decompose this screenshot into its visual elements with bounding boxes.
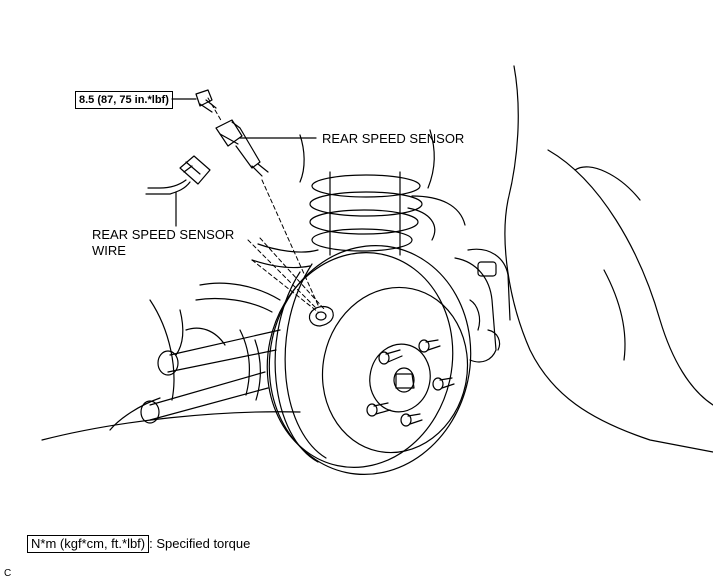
rear-speed-sensor-icon bbox=[215, 119, 269, 177]
torque-legend: N*m (kgf*cm, ft.*lbf): Specified torque bbox=[27, 535, 250, 553]
rear-speed-sensor-wire-label-line2: WIRE bbox=[92, 243, 126, 258]
install-guide-lines bbox=[207, 97, 326, 313]
brake-caliper bbox=[454, 248, 511, 363]
wheel-studs bbox=[366, 339, 455, 427]
rear-speed-sensor-label: REAR SPEED SENSOR bbox=[322, 131, 465, 146]
coil-spring bbox=[299, 129, 466, 256]
torque-legend-description: : Specified torque bbox=[149, 536, 251, 551]
bolt-icon bbox=[195, 89, 217, 113]
suspension-arms bbox=[140, 243, 319, 424]
rear-speed-sensor-wire-label-line1: REAR SPEED SENSOR bbox=[92, 227, 235, 242]
sensor-wire-connector-icon bbox=[145, 155, 211, 195]
sensor-mounting-hole bbox=[308, 305, 334, 327]
torque-spec-box: 8.5 (87, 75 in.*lbf) bbox=[75, 91, 173, 109]
figure-corner-code: C bbox=[4, 568, 12, 579]
torque-unit-box: N*m (kgf*cm, ft.*lbf) bbox=[27, 535, 150, 553]
brake-disc bbox=[266, 245, 472, 475]
fender-outline bbox=[41, 65, 713, 453]
